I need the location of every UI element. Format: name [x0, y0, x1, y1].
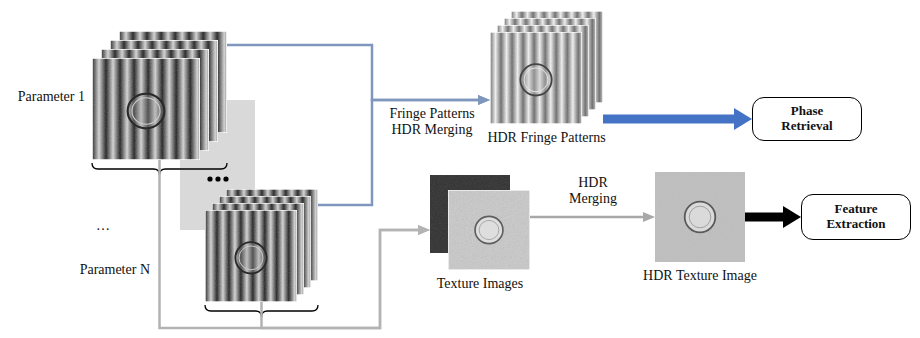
image-caption: Texture Images: [437, 276, 523, 292]
connector-arrow: [530, 216, 643, 219]
image-caption: Parameter 1: [18, 89, 85, 105]
hdr-texture-image: [655, 172, 745, 262]
image-caption: HDR Fringe Patterns: [487, 130, 605, 146]
image-stack: Parameter N: [205, 189, 318, 302]
image-caption: HDR Texture Image: [643, 268, 757, 284]
connector-arrow: [603, 115, 734, 124]
ellipsis-dots: [207, 176, 228, 181]
edge-label: Fringe Patterns HDR Merging: [380, 106, 484, 138]
fringe-stack: [92, 31, 227, 160]
image-caption: Parameter N: [80, 262, 150, 278]
connector-arrow: [262, 230, 419, 328]
connector-arrow: [160, 160, 419, 328]
box-label: Feature Extraction: [815, 202, 897, 232]
fringe-stack: [205, 189, 318, 302]
image-stack: HDR Texture Image: [655, 172, 745, 262]
process-box: Phase Retrieval: [752, 97, 862, 141]
image-stack: Parameter 1: [92, 31, 227, 160]
ellipsis-label: …: [96, 218, 110, 234]
connector-arrow: [227, 45, 478, 100]
box-label: Phase Retrieval: [771, 104, 843, 134]
connector-arrow: [745, 213, 783, 222]
image-stack: HDR Fringe Patterns: [490, 11, 603, 124]
process-box: Feature Extraction: [801, 194, 911, 240]
edge-label: HDR Merging: [562, 175, 624, 207]
texture-images: [430, 175, 530, 270]
image-stack: Texture Images: [430, 175, 530, 270]
hdr-fringe-stack: [490, 11, 603, 124]
